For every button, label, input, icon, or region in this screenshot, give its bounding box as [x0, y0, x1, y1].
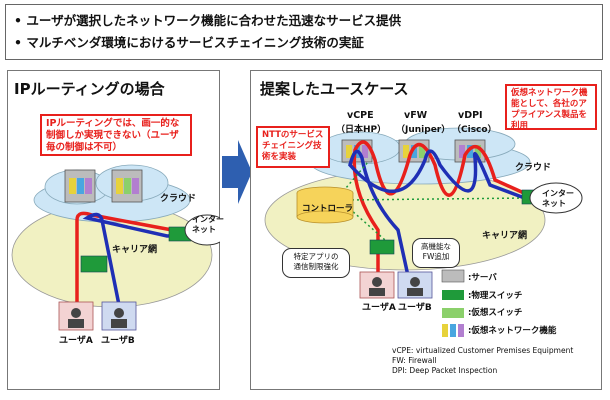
left-internet-cloud	[184, 214, 220, 246]
right-user-a-label: ユーザA	[362, 303, 396, 313]
right-panel-title: 提案したユースケース	[260, 80, 409, 98]
left-server-1	[64, 169, 96, 203]
legend-physical-switch-icon	[442, 290, 464, 300]
legend-vnf-label: :仮想ネットワーク機能	[468, 326, 557, 336]
controller-label: コントローラ	[302, 204, 354, 214]
vendor-callout: 仮想ネットワーク機能として、各社のアプライアンス製品を利用	[505, 84, 597, 131]
header-bullet-1: • ユーザが選択したネットワーク機能に合わせた迅速なサービス提供	[14, 13, 402, 28]
left-callout: IPルーティングでは、画一的な制御しか実現できない（ユーザ毎の制御は不可）	[40, 114, 192, 156]
footnote-dpi: DPI: Deep Packet Inspection	[392, 366, 498, 375]
vfw-label: vFW	[404, 110, 428, 121]
left-physical-switch-1	[80, 255, 108, 273]
ntt-callout: NTTのサービスチェイニング技術を実装	[256, 126, 330, 168]
left-user-a	[58, 301, 94, 331]
header-bullet-2: • マルチベンダ環境におけるサービスチェイニング技術の実証	[14, 35, 364, 50]
right-physical-switch-1	[369, 239, 395, 255]
left-server-2	[111, 169, 143, 203]
left-panel-title: IPルーティングの場合	[14, 80, 165, 98]
legend-virtual-switch-icon	[442, 308, 464, 318]
right-internet-cloud	[529, 182, 583, 214]
vfw-vendor: （Juniper）	[396, 125, 451, 135]
control-lines	[339, 161, 531, 241]
right-cloud-label: クラウド	[515, 163, 552, 173]
legend-virtual-switch-label: :仮想スイッチ	[468, 308, 523, 318]
right-user-b-route	[348, 149, 536, 286]
left-user-a-label: ユーザA	[59, 336, 93, 346]
footnote-vcpe: vCPE: virtualized Customer Premises Equi…	[392, 346, 574, 355]
left-user-b-route	[82, 212, 193, 306]
speech-user-b: 高機能な FW追加	[412, 238, 460, 268]
left-internet-label: インター ネット	[192, 215, 224, 234]
right-user-b	[397, 271, 433, 299]
speech-user-a: 特定アプリの 通信制限強化	[282, 248, 350, 278]
right-user-b-label: ユーザB	[398, 303, 432, 313]
footnote-fw: FW: Firewall	[392, 356, 437, 365]
right-carrier-label: キャリア網	[482, 231, 528, 241]
controller-icon	[296, 186, 354, 224]
legend-physical-switch-label: :物理スイッチ	[468, 291, 523, 301]
left-cloud-label: クラウド	[160, 194, 197, 204]
left-carrier-label: キャリア網	[112, 245, 158, 255]
vcpe-vendor: （日本HP）	[336, 125, 387, 135]
legend-server-label: :サーバ	[468, 273, 497, 283]
right-diagram	[264, 127, 583, 337]
right-internet-label: インター ネット	[542, 189, 574, 208]
vcpe-label: vCPE	[347, 110, 374, 121]
left-user-b	[101, 301, 137, 331]
header-box: • ユーザが選択したネットワーク機能に合わせた迅速なサービス提供 • マルチベン…	[5, 4, 603, 60]
legend-server-icon	[441, 269, 465, 283]
transition-arrow-icon	[222, 140, 252, 204]
right-user-a	[359, 271, 395, 299]
vdpi-label: vDPI	[458, 110, 483, 121]
legend-vnf-icon	[442, 324, 464, 337]
left-user-b-label: ユーザB	[101, 336, 135, 346]
vdpi-vendor: （Cisco）	[452, 125, 497, 135]
left-diagram	[11, 164, 220, 331]
